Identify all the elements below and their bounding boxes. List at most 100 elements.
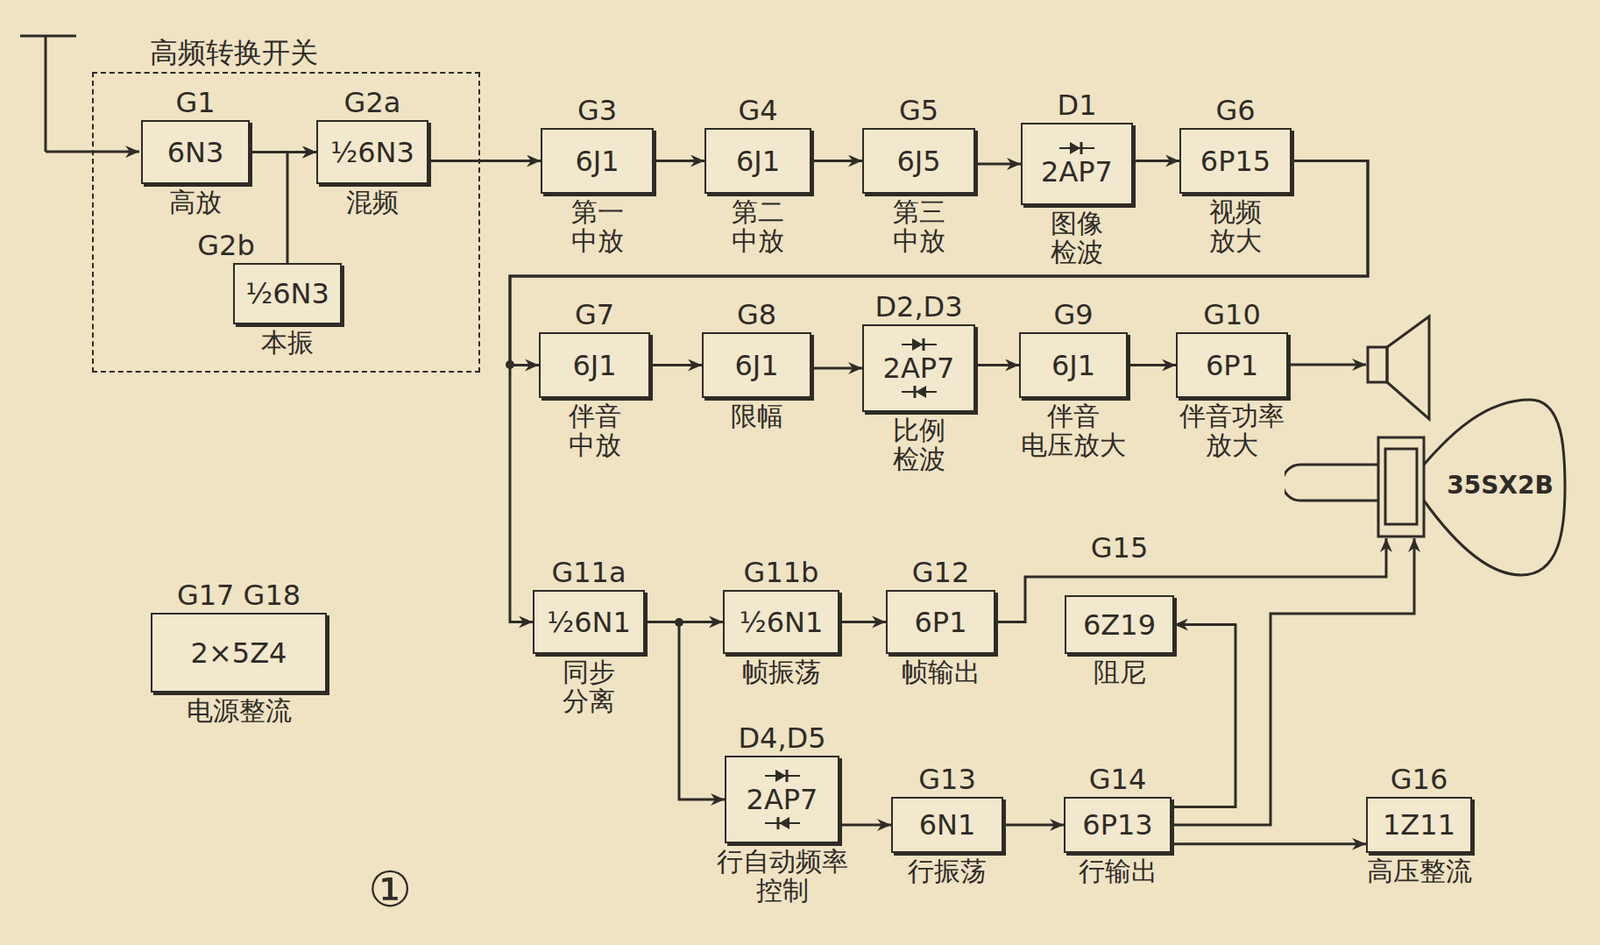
tube-type: 6J1 [734,349,779,382]
tube-box: G146P13行输出 [1063,796,1172,853]
tube-type: 35SX2B [1446,470,1554,500]
stage-function: 行自动频率 控制 [710,846,855,905]
stage-function: 高放 [165,187,227,217]
signal-line [1132,159,1180,163]
tube-label: G2a [344,86,402,119]
stage-function: 帧输出 [896,657,985,687]
tube-type: 6J5 [896,145,941,177]
stage-function: 行输出 [1073,856,1162,885]
tube-box: G2b½6N3本振 [233,262,342,325]
tube-label: G17 G18 [176,579,301,611]
tube-box: D2,D32AP7比例 检波 [862,324,976,412]
tube-box: G136N1行振荡 [891,796,1004,853]
tube-label: G7 [574,298,615,331]
stage-function: 电源整流 [181,695,298,725]
signal-line [995,538,1387,623]
junction-dot [505,360,684,627]
tube-type: 1Z11 [1382,808,1456,841]
signal-line [1171,842,1367,845]
stage-function: 高压整流 [1361,856,1478,885]
tube-label: G3 [577,94,617,127]
tube-label: G6 [1215,94,1255,127]
tube-box: G106P1伴音功率 放大 [1175,332,1289,398]
signal-line [1127,363,1176,367]
tube-type: 6N3 [167,136,225,169]
signal-line [1003,823,1064,827]
stage-function: 限幅 [726,401,787,431]
tube-box: G96J1伴音 电压放大 [1019,332,1128,398]
tube-type: 6J1 [574,145,619,177]
loudspeaker [1289,316,1430,419]
tube-type: 2AP7 [1040,155,1113,188]
stage-function: 行振荡 [903,856,992,885]
stage-function: 帧振荡 [736,657,826,687]
tube-type: ½6N3 [330,136,415,169]
stage-function: 阻尼 [1089,657,1150,687]
signal-line [811,367,863,370]
tube-label: D1 [1057,89,1098,121]
tube-type: 6P15 [1200,145,1271,177]
tube-type: ½6N1 [739,606,824,638]
signal-line [975,162,1021,166]
tube-label: G11a [551,556,626,588]
dashed-group: 高频转换开关G16N3高放G2a½6N3混频G2b½6N3本振 [92,71,481,373]
stage-function: 比例 检波 [888,415,949,474]
stage-function: 第一 中放 [566,197,628,255]
figure-number: ① [368,863,412,916]
signal-line [811,159,863,163]
stage-function: 同步 分离 [559,657,620,716]
tube-type: 2AP7 [883,352,956,384]
signal-line [509,161,1368,623]
tube-label: G1 [175,86,215,119]
stage-function: 第二 中放 [728,197,789,255]
tube-label: G16 [1390,763,1449,795]
signal-line [287,152,317,264]
tube-box: G17 G182×5Z4电源整流 [150,612,327,693]
signal-line [428,159,541,163]
tube-box: G76J1伴音 中放 [538,332,651,398]
tube-label: G11b [743,556,820,588]
tube-label: D4,D5 [737,722,826,754]
tube-box: G46J1第二 中放 [704,127,812,194]
signal-line [644,622,725,800]
tube-type: 6N1 [919,808,977,841]
signal-line [1171,624,1236,808]
signal-line [839,823,892,827]
signal-line [839,620,886,624]
tube-box: G161Z11高压整流 [1366,796,1473,853]
tube-type: ½6N1 [546,606,631,638]
tube-label: G5 [899,94,939,127]
tube-type: 6P13 [1082,808,1153,841]
tube-box: G11b½6N1帧振荡 [722,589,840,654]
tube-label: G8 [736,298,777,331]
tube-box: G11a½6N1同步 分离 [532,589,645,654]
stage-function: 本振 [257,327,319,357]
tube-box: G126P1帧输出 [885,589,996,654]
signal-line [650,363,702,367]
tube-type: 6P1 [1205,349,1259,382]
diode-symbol [1057,140,1097,156]
stage-function: 混频 [342,187,404,217]
tube-label: G15 [1090,531,1149,564]
tube-type: 6J1 [1051,349,1096,382]
tube-box: D12AP7图像 检波 [1020,122,1133,206]
tube-box: G2a½6N3混频 [316,120,429,185]
stage-function: 视频 放大 [1205,197,1267,255]
diode-symbol [763,767,802,784]
tube-type: 6Z19 [1083,608,1156,641]
diode-symbol [899,336,939,353]
tube-type: 6J1 [736,145,780,177]
tube-box: G86J1限幅 [701,332,812,398]
tube-label: G10 [1203,298,1261,331]
tube-type: 2×5Z4 [191,637,288,669]
stage-function: 伴音 中放 [564,401,625,460]
tube-label: G4 [737,94,778,127]
tube-type: 2AP7 [746,783,819,815]
antenna [20,35,140,152]
tube-label: G13 [918,763,977,795]
tube-label: D2,D3 [874,290,963,323]
signal-line [653,159,705,163]
signal-line [975,363,1020,367]
stage-function: 伴音 电压放大 [1015,401,1132,460]
stage-function: 伴音功率 放大 [1174,401,1290,460]
